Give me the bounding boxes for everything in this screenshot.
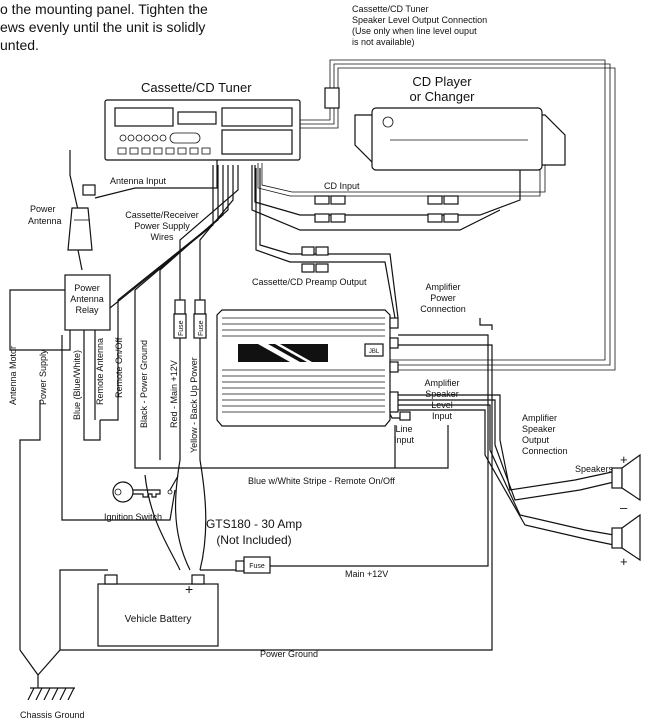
label-blue-white: Blue (Blue/White) bbox=[72, 350, 82, 420]
key-icon bbox=[112, 481, 161, 503]
label-power-antenna-1: Power bbox=[30, 204, 56, 214]
label-gts-fuse-1: GTS180 - 30 Amp bbox=[206, 517, 302, 531]
label-yellow-backup: Yellow - Back Up Power bbox=[189, 357, 199, 453]
label-amp-speaker-out-4: Connection bbox=[522, 446, 568, 456]
label-preamp-output: Cassette/CD Preamp Output bbox=[252, 277, 367, 287]
fuse-label-yellow: Fuse bbox=[198, 320, 205, 336]
relay-label-1: Power bbox=[74, 283, 100, 293]
label-amp-speaker-in-1: Amplifier bbox=[424, 378, 459, 388]
label-speaker-level-out-3: (Use only when line level ouput bbox=[352, 26, 477, 36]
chassis-ground-symbol bbox=[27, 675, 75, 701]
label-gts-fuse-2: (Not Included) bbox=[216, 533, 291, 547]
label-blue-stripe: Blue w/White Stripe - Remote On/Off bbox=[248, 476, 395, 486]
label-speaker-top-minus: – bbox=[620, 500, 628, 515]
label-line-input-2: Input bbox=[394, 435, 415, 445]
power-antenna bbox=[67, 184, 96, 251]
label-amp-speaker-in-3: Level bbox=[431, 400, 453, 410]
label-power-supply: Power Supply bbox=[38, 349, 48, 405]
label-main-12v: Main +12V bbox=[345, 569, 388, 579]
label-supply-wires-3: Wires bbox=[151, 232, 174, 242]
label-amp-speaker-in-2: Speaker bbox=[425, 389, 459, 399]
relay-label-2: Antenna bbox=[70, 294, 104, 304]
label-supply-wires-2: Power Supply bbox=[134, 221, 190, 231]
relay-label-3: Relay bbox=[75, 305, 99, 315]
amp-logo: JBL bbox=[369, 349, 380, 355]
head-unit bbox=[104, 99, 301, 161]
label-amp-speaker-out-3: Output bbox=[522, 435, 550, 445]
intro-line-1: o the mounting panel. Tighten the bbox=[0, 1, 208, 17]
label-amp-speaker-in-4: Input bbox=[432, 411, 453, 421]
label-amp-power-2: Power bbox=[430, 293, 456, 303]
inline-fuses bbox=[173, 299, 207, 339]
battery-pos-label: + bbox=[185, 581, 193, 597]
ignition-switch bbox=[167, 475, 179, 495]
label-chassis-ground: Chassis Ground bbox=[20, 710, 85, 720]
label-cd-input: CD Input bbox=[324, 181, 360, 191]
label-power-ground: Power Ground bbox=[260, 649, 318, 659]
battery-label: Vehicle Battery bbox=[125, 614, 192, 625]
label-red-main: Red - Main +12V bbox=[169, 360, 179, 428]
rca-connectors bbox=[301, 87, 459, 273]
label-ignition-switch: Ignition Switch bbox=[104, 512, 162, 522]
label-speaker-level-out-2: Speaker Level Output Connection bbox=[352, 15, 487, 25]
label-amp-power-3: Connection bbox=[420, 304, 466, 314]
fuse-label-red: Fuse bbox=[178, 320, 185, 336]
intro-text: o the mounting panel. Tighten the ews ev… bbox=[0, 0, 270, 54]
label-supply-wires-1: Cassette/Receiver bbox=[125, 210, 199, 220]
intro-line-2: ews evenly until the unit is solidly bbox=[0, 19, 206, 35]
power-antenna-relay bbox=[64, 274, 111, 331]
cd-player-title-1: CD Player bbox=[412, 74, 472, 89]
label-black-ground: Black - Power Ground bbox=[139, 340, 149, 428]
label-speakers: Speakers bbox=[575, 464, 614, 474]
label-amp-speaker-out-1: Amplifier bbox=[522, 413, 557, 423]
label-speaker-bottom-plus: + bbox=[620, 554, 628, 569]
vehicle-battery bbox=[97, 574, 219, 647]
label-speaker-level-out-4: is not available) bbox=[352, 37, 415, 47]
label-amp-speaker-out-2: Speaker bbox=[522, 424, 556, 434]
speaker-top bbox=[611, 453, 641, 502]
battery-neg-label: _ bbox=[107, 561, 116, 576]
label-line-input-1: Line bbox=[395, 424, 412, 434]
cd-player-title-2: or Changer bbox=[409, 89, 475, 104]
label-power-antenna-2: Antenna bbox=[28, 216, 62, 226]
speaker-bottom bbox=[611, 513, 641, 562]
labels: Cassette/CD Tuner Speaker Level Output C… bbox=[8, 4, 628, 720]
label-antenna-motor: Antenna Motor bbox=[8, 346, 18, 405]
intro-line-3: unted. bbox=[0, 37, 39, 53]
cd-changer bbox=[354, 107, 566, 171]
label-speaker-top-plus: + bbox=[620, 452, 628, 467]
label-remote-antenna: Remote Antenna bbox=[95, 338, 105, 405]
external-fuse bbox=[235, 556, 271, 574]
label-amp-power-1: Amplifier bbox=[425, 282, 460, 292]
label-remote-onoff: Remote On/Off bbox=[114, 337, 124, 398]
fuse-label-external: Fuse bbox=[249, 563, 265, 570]
label-speaker-level-out-1: Cassette/CD Tuner bbox=[352, 4, 429, 14]
label-antenna-input: Antenna Input bbox=[110, 176, 167, 186]
amplifier bbox=[216, 309, 411, 427]
head-unit-title: Cassette/CD Tuner bbox=[141, 80, 252, 95]
